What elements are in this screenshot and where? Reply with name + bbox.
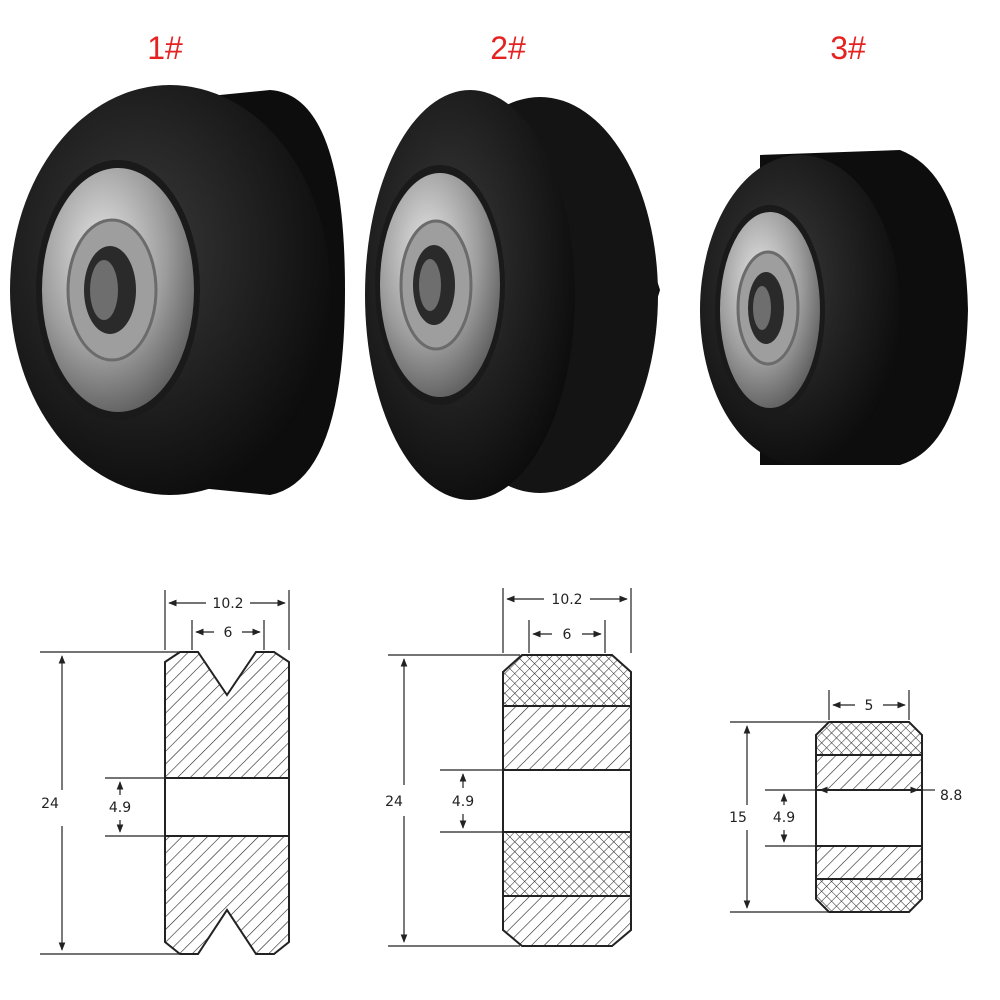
wheel-photo-2 <box>365 90 660 500</box>
item-label-2: 2# <box>490 30 526 66</box>
dim-3-height: 15 <box>729 810 747 826</box>
section-drawing-1: 10.2 6 24 4.9 <box>40 590 290 955</box>
section-drawing-3: 5 15 4.9 8.8 <box>729 690 962 913</box>
wheel-photo-1 <box>10 85 345 495</box>
section-drawing-2: 10.2 6 24 4.9 <box>385 588 632 947</box>
dim-3-bore: 4.9 <box>773 810 795 826</box>
wheel-photo-3 <box>700 150 968 465</box>
item-label-3: 3# <box>830 30 866 66</box>
dim-3-inner: 8.8 <box>940 788 962 804</box>
dim-1-width: 10.2 <box>212 596 243 612</box>
dim-2-bore: 4.9 <box>452 794 474 810</box>
dim-2-height: 24 <box>385 794 403 810</box>
dim-1-height: 24 <box>41 796 59 812</box>
dim-1-bore: 4.9 <box>109 800 131 816</box>
dim-2-width: 10.2 <box>551 592 582 608</box>
dim-1-groove: 6 <box>224 625 233 641</box>
dim-3-groove: 5 <box>865 698 874 714</box>
dim-2-groove: 6 <box>563 627 572 643</box>
item-label-1: 1# <box>147 30 183 66</box>
